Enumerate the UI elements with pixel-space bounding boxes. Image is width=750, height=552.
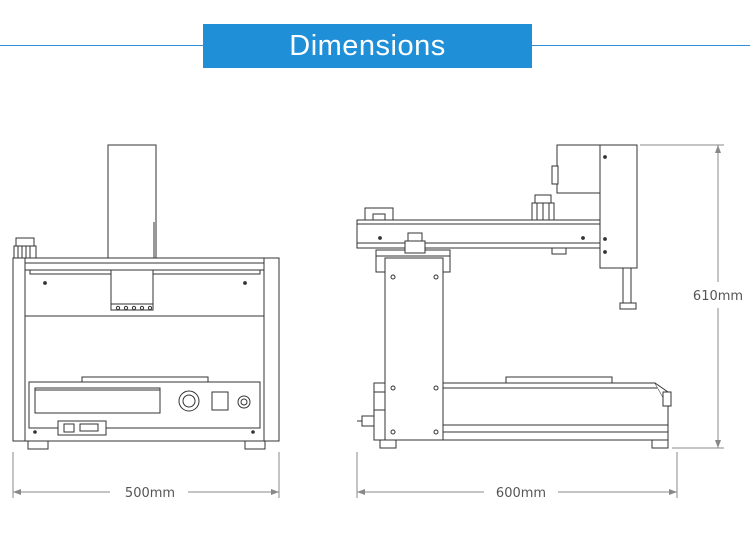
front-width-label: 500mm xyxy=(125,486,175,501)
side-width-label: 600mm xyxy=(496,486,546,501)
side-view xyxy=(356,144,672,449)
header-rule-left xyxy=(0,45,203,46)
header-rule-right xyxy=(532,45,750,46)
front-view xyxy=(12,144,280,450)
side-height-label: 610mm xyxy=(693,289,743,304)
section-title: Dimensions xyxy=(203,24,532,68)
